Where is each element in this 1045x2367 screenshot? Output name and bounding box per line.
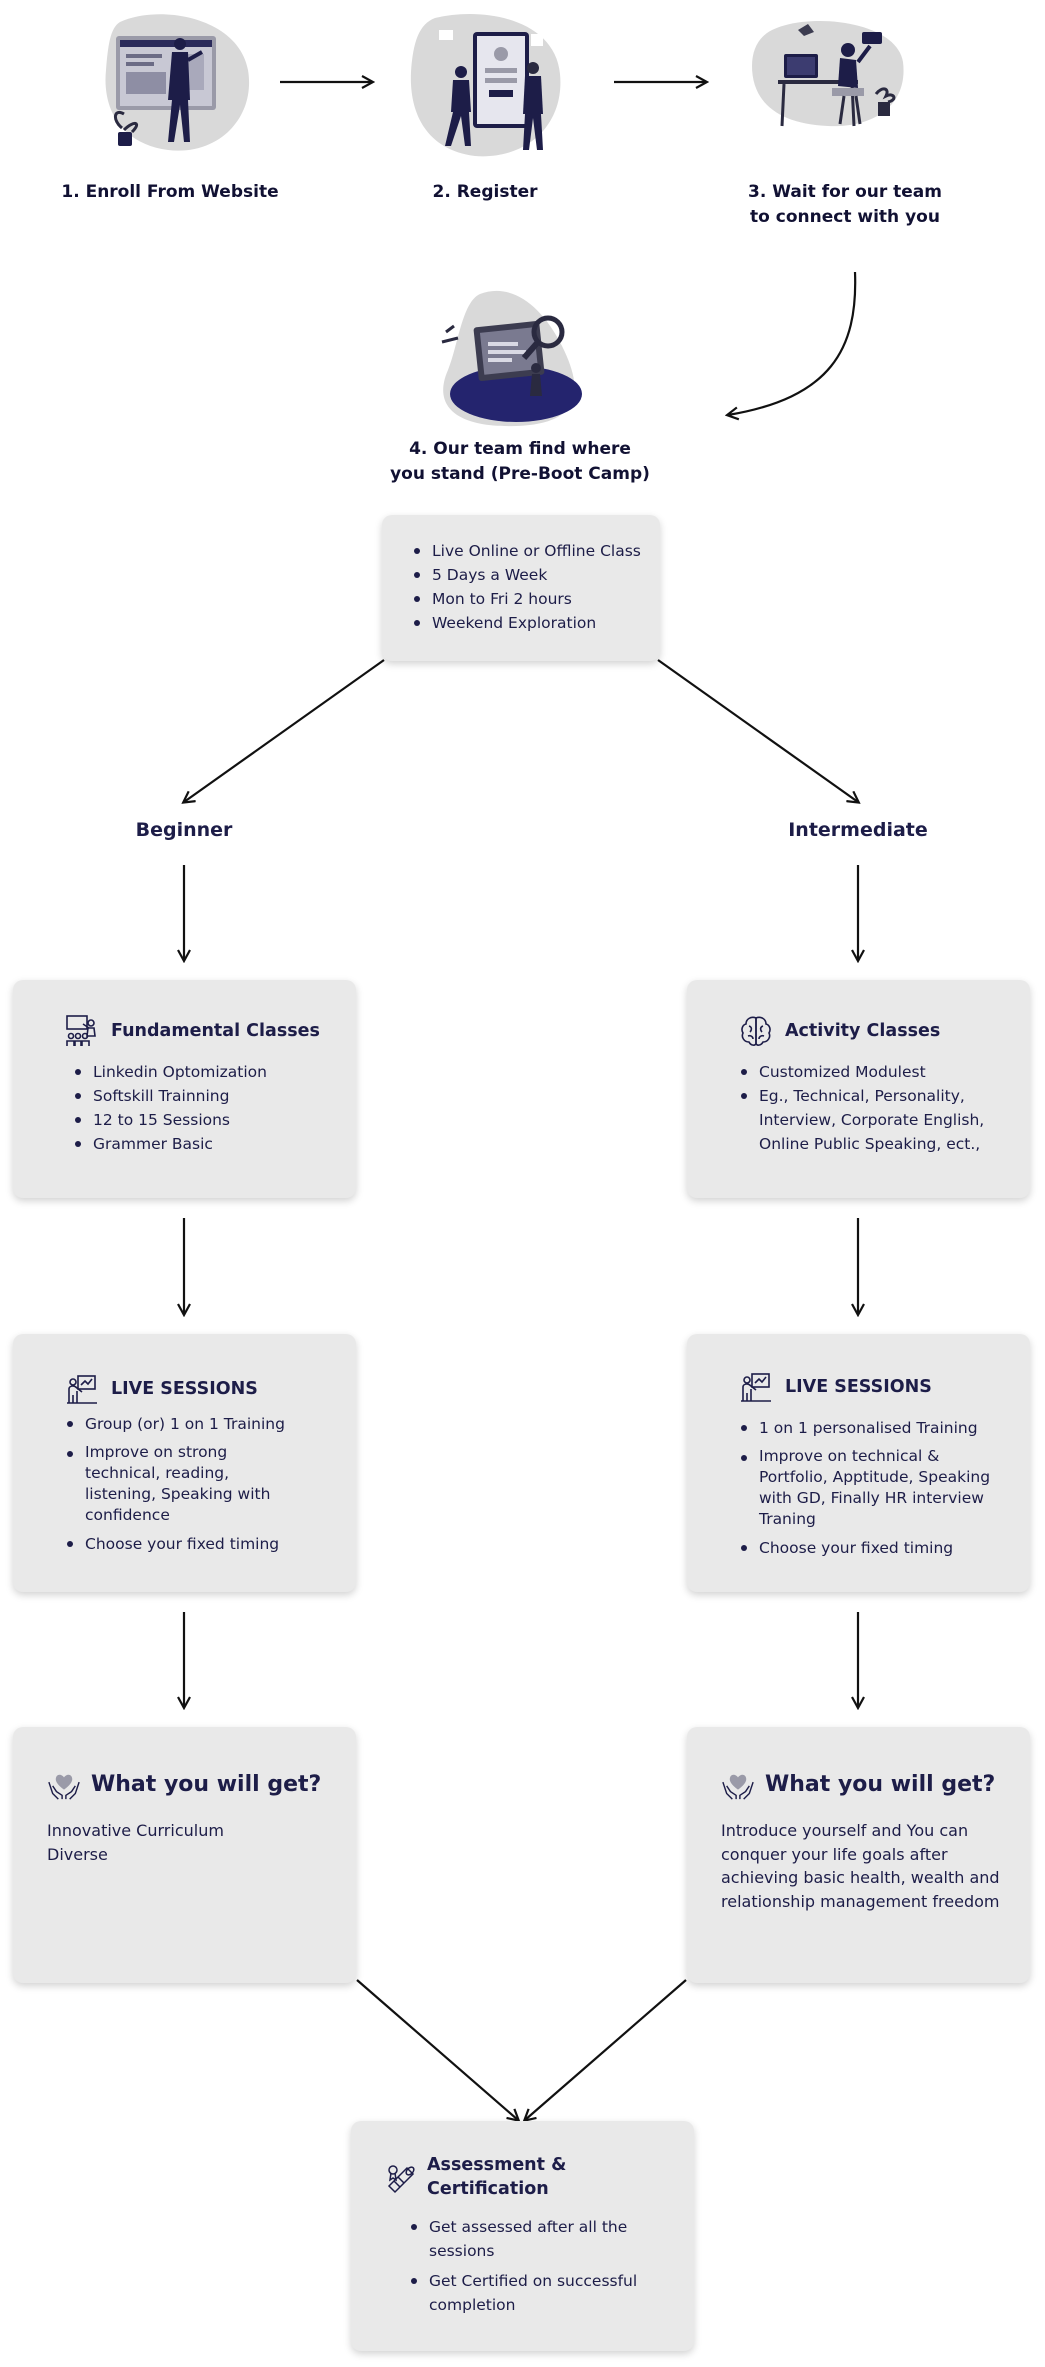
beginner-live-sessions-list: Group (or) 1 on 1 Training Improve on st… bbox=[65, 1412, 305, 1556]
list-item: Improve on strong technical, reading, li… bbox=[65, 1442, 305, 1526]
fundamental-classes-card: Fundamental Classes Linkedin Optomizatio… bbox=[13, 980, 356, 1198]
diploma-icon bbox=[385, 2160, 419, 2194]
step-3-label-line2: to connect with you bbox=[750, 207, 940, 227]
assessment-certification-header: Assessment & Certification bbox=[385, 2153, 694, 2201]
intermediate-label: Intermediate bbox=[788, 819, 928, 841]
arrow-to-intermediate bbox=[657, 659, 858, 802]
beginner-benefits-header: What you will get? bbox=[47, 1767, 356, 1801]
list-item: Grammer Basic bbox=[73, 1132, 356, 1156]
list-item: Softskill Trainning bbox=[73, 1084, 356, 1108]
list-item: 1 on 1 personalised Training bbox=[739, 1416, 1007, 1440]
class-format-list: Live Online or Offline Class 5 Days a We… bbox=[412, 539, 660, 635]
list-item: 5 Days a Week bbox=[412, 563, 660, 587]
benefit-line: Innovative Curriculum bbox=[47, 1821, 224, 1840]
intermediate-benefits-title: What you will get? bbox=[765, 1771, 996, 1797]
list-item: 12 to 15 Sessions bbox=[73, 1108, 356, 1132]
fundamental-classes-header: Fundamental Classes bbox=[65, 1014, 356, 1048]
beginner-live-sessions-title: LIVE SESSIONS bbox=[111, 1379, 258, 1399]
beginner-label: Beginner bbox=[135, 819, 233, 841]
step-4-label-line1: 4. Our team find where bbox=[409, 439, 631, 459]
intermediate-benefits-text: Introduce yourself and You can conquer y… bbox=[721, 1821, 1000, 1911]
assessment-certification-list: Get assessed after all the sessions Get … bbox=[409, 2215, 639, 2317]
beginner-benefits-card: What you will get? Innovative Curriculum… bbox=[13, 1727, 356, 1983]
beginner-benefits-title: What you will get? bbox=[91, 1771, 322, 1797]
step-2-label: 2. Register bbox=[432, 182, 538, 202]
assessment-certification-title: Assessment & Certification bbox=[427, 2155, 567, 2199]
activity-classes-list: Customized Modulest Eg., Technical, Pers… bbox=[739, 1060, 989, 1156]
step-1-label: 1. Enroll From Website bbox=[61, 182, 279, 202]
intermediate-live-sessions-title: LIVE SESSIONS bbox=[785, 1377, 932, 1397]
list-item: Choose your fixed timing bbox=[739, 1536, 1007, 1560]
teacher-board-icon bbox=[65, 1372, 99, 1406]
list-item: Group (or) 1 on 1 Training bbox=[65, 1412, 305, 1436]
teacher-board-icon bbox=[739, 1370, 773, 1404]
intermediate-live-sessions-header: LIVE SESSIONS bbox=[739, 1370, 1030, 1404]
fundamental-classes-title: Fundamental Classes bbox=[111, 1021, 320, 1041]
register-illustration bbox=[410, 14, 561, 157]
beginner-live-sessions-header: LIVE SESSIONS bbox=[65, 1372, 356, 1406]
list-item: Get assessed after all the sessions bbox=[409, 2215, 639, 2263]
brain-icon bbox=[739, 1014, 773, 1048]
enroll-website-illustration bbox=[105, 14, 250, 151]
heart-hands-icon bbox=[47, 1767, 81, 1801]
class-format-card: Live Online or Offline Class 5 Days a We… bbox=[382, 515, 660, 661]
list-item: Mon to Fri 2 hours bbox=[412, 587, 660, 611]
list-item: Get Certified on successful completion bbox=[409, 2269, 639, 2317]
step-4-label-line2: you stand (Pre-Boot Camp) bbox=[390, 464, 650, 484]
activity-classes-title: Activity Classes bbox=[785, 1021, 941, 1041]
arrow-b-get-to-final bbox=[356, 1979, 518, 2120]
classroom-icon bbox=[65, 1014, 99, 1048]
list-item: Choose your fixed timing bbox=[65, 1532, 305, 1556]
intermediate-benefits-header: What you will get? bbox=[721, 1767, 1030, 1801]
intermediate-benefits-card: What you will get? Introduce yourself an… bbox=[687, 1727, 1030, 1983]
arrow-step3-to-step4 bbox=[728, 271, 857, 415]
benefit-line: Diverse bbox=[47, 1844, 108, 1864]
wait-team-illustration bbox=[752, 20, 904, 127]
intermediate-live-sessions-card: LIVE SESSIONS 1 on 1 personalised Traini… bbox=[687, 1334, 1030, 1592]
arrow-i-get-to-final bbox=[525, 1979, 687, 2120]
heart-hands-icon bbox=[721, 1767, 755, 1801]
list-item: Live Online or Offline Class bbox=[412, 539, 660, 563]
arrow-to-beginner bbox=[184, 659, 385, 802]
list-item: Linkedin Optomization bbox=[73, 1060, 356, 1084]
list-item: Weekend Exploration bbox=[412, 611, 660, 635]
beginner-live-sessions-card: LIVE SESSIONS Group (or) 1 on 1 Training… bbox=[13, 1334, 356, 1592]
assessment-certification-card: Assessment & Certification Get assessed … bbox=[351, 2121, 694, 2351]
list-item: Improve on technical & Portfolio, Apptit… bbox=[739, 1446, 1007, 1530]
fundamental-classes-list: Linkedin Optomization Softskill Trainnin… bbox=[73, 1060, 356, 1156]
intermediate-live-sessions-list: 1 on 1 personalised Training Improve on … bbox=[739, 1416, 1007, 1560]
team-assessment-illustration bbox=[441, 290, 582, 427]
activity-classes-header: Activity Classes bbox=[739, 1014, 1030, 1048]
activity-classes-card: Activity Classes Customized Modulest Eg.… bbox=[687, 980, 1030, 1198]
step-3-label: 3. Wait for our team to connect with you bbox=[730, 180, 960, 230]
step-4-label: 4. Our team find where you stand (Pre-Bo… bbox=[370, 437, 670, 487]
list-item: Customized Modulest bbox=[739, 1060, 989, 1084]
list-item: Eg., Technical, Personality, Interview, … bbox=[739, 1084, 989, 1156]
beginner-benefits-text: Innovative Curriculum Diverse bbox=[47, 1819, 356, 1866]
step-3-label-line1: 3. Wait for our team bbox=[748, 182, 942, 202]
